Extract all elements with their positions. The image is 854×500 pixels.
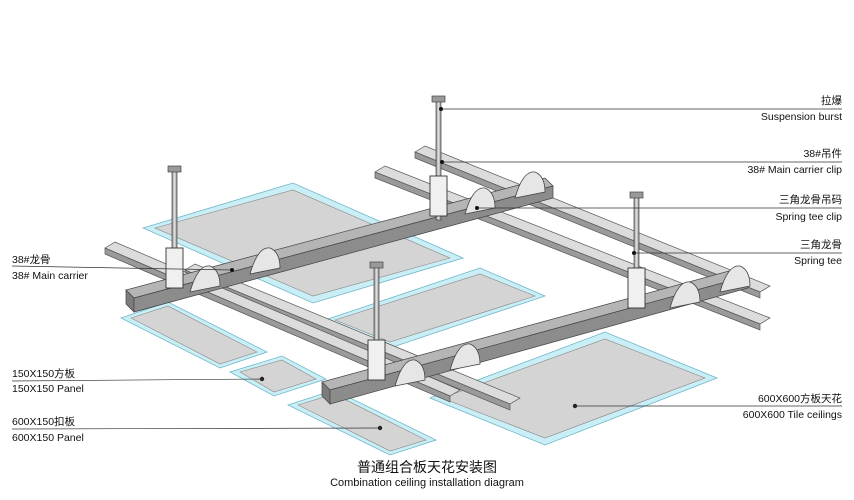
label-panel-150-en: 150X150 Panel bbox=[12, 383, 84, 395]
label-main-carrier-clip-en: 38# Main carrier clip bbox=[747, 164, 842, 176]
label-spring-tee-clip-zh: 三角龙骨吊码 bbox=[779, 194, 842, 206]
leader-lines bbox=[11, 108, 842, 430]
diagram-title-zh: 普通组合板天花安装图 bbox=[357, 459, 497, 475]
label-tile-600-en: 600X600 Tile ceilings bbox=[742, 409, 842, 421]
label-panel-600x150-zh: 600X150扣板 bbox=[12, 416, 76, 428]
label-tile-600-zh: 600X600方板天花 bbox=[757, 393, 842, 405]
panel-600x150 bbox=[286, 389, 438, 456]
main-carrier-clips bbox=[165, 175, 646, 381]
suspension-rods bbox=[167, 95, 644, 351]
diagram-title-en: Combination ceiling installation diagram bbox=[330, 477, 524, 489]
label-panel-600x150-en: 600X150 Panel bbox=[12, 432, 84, 444]
panel-150x150 bbox=[228, 355, 328, 397]
label-suspension-zh: 拉爆 bbox=[821, 95, 842, 107]
label-suspension-en: Suspension burst bbox=[760, 111, 842, 123]
label-main-carrier-en: 38# Main carrier bbox=[12, 270, 88, 282]
spring-tee-clips bbox=[189, 171, 751, 387]
label-panel-150-zh: 150X150方板 bbox=[12, 368, 76, 380]
label-main-carrier-clip-zh: 38#吊件 bbox=[803, 148, 842, 160]
label-spring-tee-en: Spring tee bbox=[794, 255, 842, 267]
label-spring-tee-clip-en: Spring tee clip bbox=[775, 211, 842, 223]
leader-dots bbox=[230, 107, 636, 272]
label-main-carrier-zh: 38#龙骨 bbox=[12, 254, 51, 266]
label-spring-tee-zh: 三角龙骨 bbox=[800, 239, 842, 251]
tile-ceiling-600x600 bbox=[428, 331, 719, 446]
